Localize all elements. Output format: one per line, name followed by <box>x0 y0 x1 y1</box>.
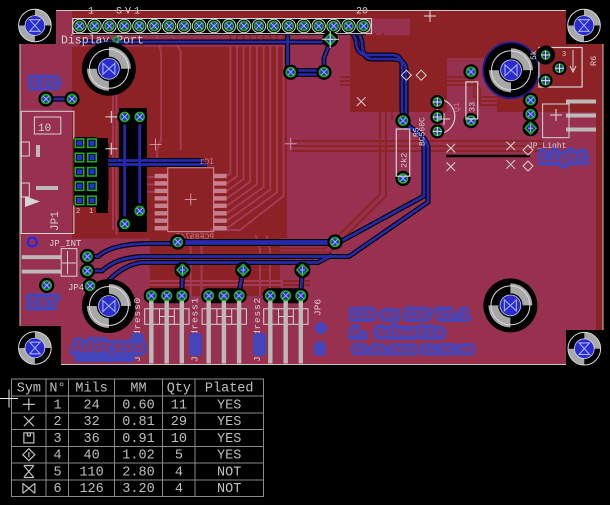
svg-text:LCD an I2C V1.1: LCD an I2C V1.1 <box>351 308 468 323</box>
svg-text:NOT: NOT <box>217 482 241 497</box>
svg-text:3: 3 <box>53 432 61 447</box>
svg-text:YES: YES <box>217 432 241 447</box>
svg-text:Qty: Qty <box>167 382 191 397</box>
svg-text:YES: YES <box>217 449 241 464</box>
svg-text:Display Port: Display Port <box>61 35 144 48</box>
svg-text:Q1: Q1 <box>453 102 462 112</box>
svg-text:R6: R6 <box>589 56 599 66</box>
svg-text:1: 1 <box>89 208 93 216</box>
svg-text:1: 1 <box>53 398 61 413</box>
svg-text:Sym: Sym <box>17 382 41 397</box>
svg-text:JP_INT: JP_INT <box>49 239 82 249</box>
svg-text:3: 3 <box>562 51 566 59</box>
svg-text:5k: 5k <box>530 50 539 60</box>
svg-text:JP_Adress2: JP_Adress2 <box>252 297 263 362</box>
svg-text:2: 2 <box>316 342 324 357</box>
svg-text:32: 32 <box>83 415 99 430</box>
svg-text:0.91: 0.91 <box>122 432 154 447</box>
svg-text:4: 4 <box>175 465 183 480</box>
svg-text:INT: INT <box>28 295 58 312</box>
svg-text:JP_Light: JP_Light <box>528 142 566 151</box>
svg-text:NOT: NOT <box>217 465 241 480</box>
svg-text:I2C: I2C <box>30 76 60 92</box>
svg-text:5: 5 <box>53 465 61 480</box>
svg-text:+: + <box>317 322 325 337</box>
svg-text:I2C: I2C <box>30 76 60 92</box>
svg-text:10: 10 <box>38 123 51 135</box>
svg-text:JP_Adress0: JP_Adress0 <box>132 297 143 362</box>
svg-text:6: 6 <box>53 482 61 497</box>
svg-text:110: 110 <box>79 465 103 480</box>
svg-text:Light: Light <box>540 150 588 167</box>
svg-text:+: + <box>317 322 325 337</box>
svg-text:LCD an I2C V1.1: LCD an I2C V1.1 <box>351 308 468 323</box>
svg-text:2: 2 <box>53 415 61 430</box>
svg-text:11: 11 <box>171 398 187 413</box>
svg-text:N°: N° <box>49 382 65 397</box>
svg-text:JP1: JP1 <box>50 211 62 231</box>
svg-text:R5: R5 <box>413 127 422 137</box>
svg-text:Plated: Plated <box>205 382 254 397</box>
svg-text:YES: YES <box>217 415 241 430</box>
svg-text:4: 4 <box>53 449 61 464</box>
svg-text:36: 36 <box>83 432 99 447</box>
svg-text:2: 2 <box>316 342 324 357</box>
svg-text:0.81: 0.81 <box>122 415 154 430</box>
svg-text:BC560C: BC560C <box>419 117 428 146</box>
svg-text:4: 4 <box>175 482 183 497</box>
svg-text:2: 2 <box>76 208 80 216</box>
svg-text:24: 24 <box>83 398 99 413</box>
svg-text:0.60: 0.60 <box>122 398 154 413</box>
svg-text:JP_Adress1: JP_Adress1 <box>190 297 201 362</box>
svg-text:SV1: SV1 <box>116 7 143 18</box>
svg-text:Address: Address <box>73 339 144 358</box>
svg-text:Light: Light <box>540 150 588 167</box>
svg-text:A. Schuette: A. Schuette <box>351 326 443 342</box>
svg-text:1.02: 1.02 <box>122 449 154 464</box>
svg-text:29: 29 <box>171 415 187 430</box>
svg-text:2k2: 2k2 <box>400 153 410 168</box>
svg-text:YES: YES <box>217 398 241 413</box>
svg-text:2.80: 2.80 <box>122 465 154 480</box>
svg-text:33: 33 <box>468 102 478 112</box>
svg-text:A. Schuette: A. Schuette <box>351 326 443 342</box>
svg-text:5: 5 <box>175 449 183 464</box>
svg-text:3.20: 3.20 <box>122 482 154 497</box>
svg-text:Mils: Mils <box>75 382 107 397</box>
svg-text:07.02.2012 11:51:48: 07.02.2012 11:51:48 <box>353 345 473 357</box>
svg-text:MM: MM <box>130 382 146 397</box>
svg-text:IC1: IC1 <box>199 158 214 167</box>
svg-text:126: 126 <box>79 482 103 497</box>
svg-text:07.02.2012 11:51:48: 07.02.2012 11:51:48 <box>353 345 473 357</box>
svg-text:INT: INT <box>28 295 58 312</box>
svg-text:JP6: JP6 <box>313 299 324 316</box>
svg-text:40: 40 <box>83 449 99 464</box>
svg-text:JP4: JP4 <box>68 283 84 293</box>
svg-text:10: 10 <box>171 432 187 447</box>
svg-text:1: 1 <box>88 7 94 18</box>
svg-text:20: 20 <box>356 7 368 18</box>
svg-text:PCF8574T: PCF8574T <box>175 233 214 242</box>
